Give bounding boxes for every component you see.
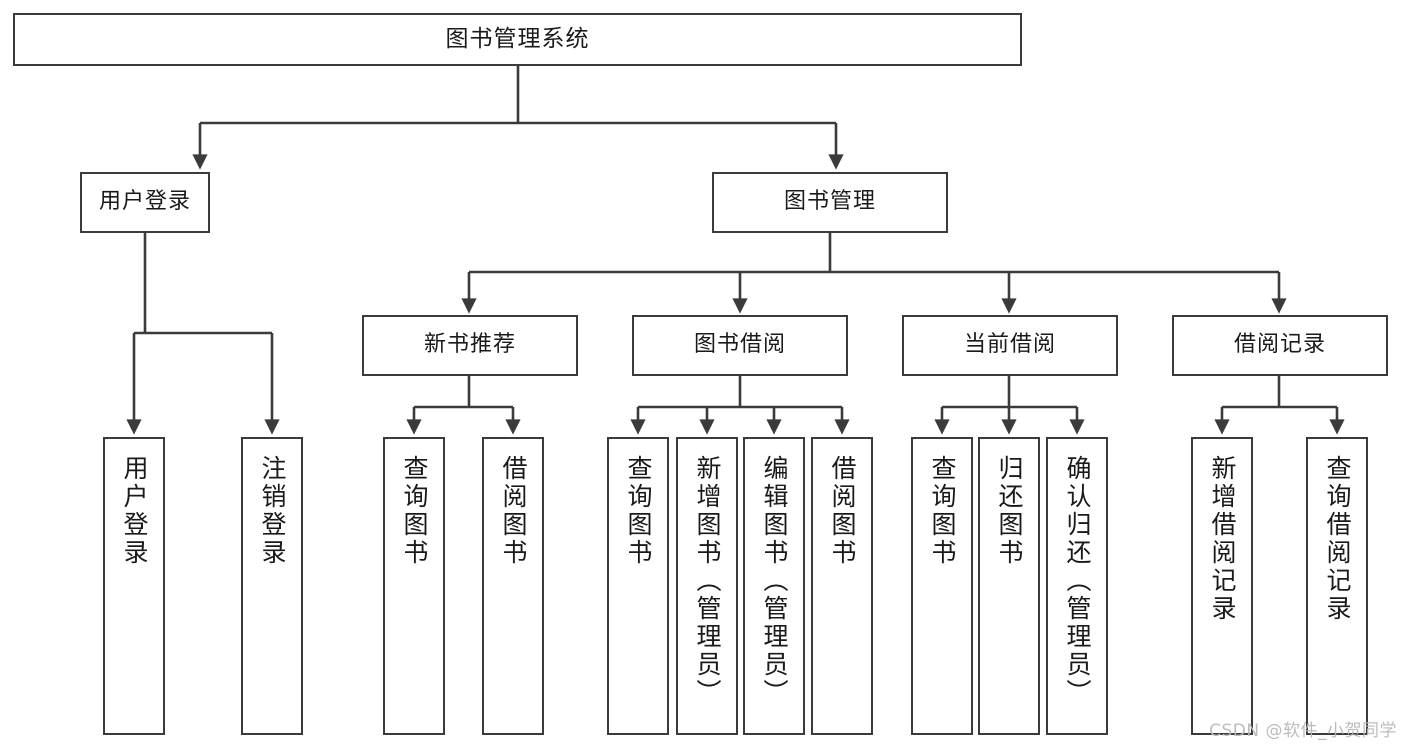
node-label: 图书管理 xyxy=(783,189,876,215)
node-label: 新增借阅记录 xyxy=(1208,455,1237,623)
node-label: 新增图书（管理员） xyxy=(693,455,722,707)
node-leaf-return-book[interactable]: 归还图书 xyxy=(978,437,1040,735)
node-leaf-borrow-book[interactable]: 借阅图书 xyxy=(811,437,873,735)
node-label: 新书推荐 xyxy=(423,332,516,358)
node-label: 借阅图书 xyxy=(828,455,857,567)
node-borrow-record[interactable]: 借阅记录 xyxy=(1172,315,1388,376)
node-leaf-borrow-book-recommend[interactable]: 借阅图书 xyxy=(482,437,544,735)
node-new-book-recommend[interactable]: 新书推荐 xyxy=(362,315,578,376)
node-leaf-user-login[interactable]: 用户登录 xyxy=(103,437,165,735)
node-root-book-management-system[interactable]: 图书管理系统 xyxy=(13,13,1022,66)
node-label: 查询图书 xyxy=(400,455,429,567)
node-label: 图书管理系统 xyxy=(445,25,590,52)
node-label: 借阅图书 xyxy=(499,455,528,567)
node-label: 查询借阅记录 xyxy=(1323,455,1352,623)
node-leaf-add-book-admin[interactable]: 新增图书（管理员） xyxy=(676,437,738,735)
node-book-borrow[interactable]: 图书借阅 xyxy=(632,315,848,376)
node-user-login[interactable]: 用户登录 xyxy=(80,172,210,233)
node-label: 用户登录 xyxy=(120,455,149,567)
node-label: 查询图书 xyxy=(928,455,957,567)
node-label: 借阅记录 xyxy=(1233,332,1326,358)
node-leaf-add-borrow-record[interactable]: 新增借阅记录 xyxy=(1191,437,1253,735)
node-book-management[interactable]: 图书管理 xyxy=(712,172,948,233)
node-leaf-edit-book-admin[interactable]: 编辑图书（管理员） xyxy=(743,437,805,735)
node-leaf-query-borrow-record[interactable]: 查询借阅记录 xyxy=(1306,437,1368,735)
node-leaf-query-book-borrow[interactable]: 查询图书 xyxy=(607,437,669,735)
node-label: 用户登录 xyxy=(98,189,191,215)
node-label: 归还图书 xyxy=(995,455,1024,567)
node-label: 当前借阅 xyxy=(963,332,1056,358)
node-label: 注销登录 xyxy=(258,455,287,567)
node-label: 图书借阅 xyxy=(693,332,786,358)
node-leaf-user-logout[interactable]: 注销登录 xyxy=(241,437,303,735)
node-label: 查询图书 xyxy=(624,455,653,567)
node-leaf-query-book-recommend[interactable]: 查询图书 xyxy=(383,437,445,735)
watermark-text: CSDN @软件_小贺同学 xyxy=(1209,721,1397,741)
node-label: 编辑图书（管理员） xyxy=(760,455,789,707)
node-leaf-query-book-current[interactable]: 查询图书 xyxy=(911,437,973,735)
node-leaf-confirm-return-admin[interactable]: 确认归还（管理员） xyxy=(1046,437,1108,735)
node-current-borrow[interactable]: 当前借阅 xyxy=(902,315,1118,376)
node-label: 确认归还（管理员） xyxy=(1063,455,1092,707)
